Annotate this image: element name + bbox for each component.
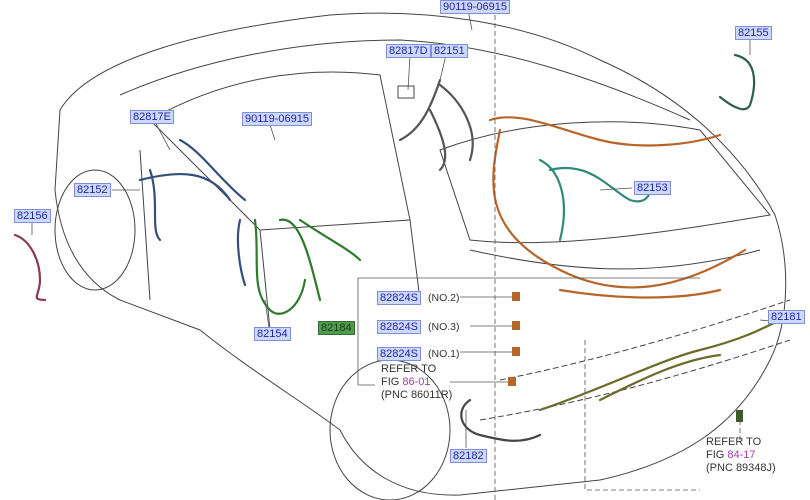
reference-note-86-01: REFER TO FIG 86-01 (PNC 86011R): [381, 363, 452, 402]
reference-line: REFER TO: [381, 363, 437, 375]
harness-82153: [538, 158, 652, 242]
part-label-82182[interactable]: 82182: [450, 449, 487, 463]
connector-no1: [512, 347, 520, 356]
bracket-82817d: [397, 85, 415, 99]
note-no2: (NO.2): [428, 292, 460, 304]
door-line: [139, 149, 421, 331]
part-label-82824s-no1[interactable]: 82824S: [377, 347, 421, 361]
roof-line: [119, 39, 691, 121]
connector-no3: [512, 321, 520, 330]
front-wheel: [54, 169, 136, 291]
harness-82182: [460, 398, 542, 442]
connector-no2: [512, 292, 520, 301]
part-label-82153[interactable]: 82153: [634, 181, 671, 195]
harness-82181: [538, 318, 782, 412]
part-label-82155[interactable]: 82155: [735, 26, 772, 40]
part-label-82817e[interactable]: 82817E: [130, 110, 174, 124]
fig-link-84-17[interactable]: 84-17: [727, 449, 756, 461]
bumper-line: [479, 299, 791, 421]
rear-window: [439, 121, 771, 244]
fig-prefix: FIG: [706, 449, 728, 461]
part-label-82152[interactable]: 82152: [74, 183, 111, 197]
harness-82156: [13, 233, 47, 302]
pnc-text: (PNC 86011R): [381, 389, 453, 401]
connector-leaders: [450, 296, 515, 383]
connector-89348j: [736, 410, 743, 422]
reference-line: REFER TO: [706, 436, 762, 448]
car-body-outline: [54, 12, 787, 496]
harness-82155: [718, 53, 756, 111]
part-label-82817d[interactable]: 82817D: [386, 44, 431, 58]
part-label-82151[interactable]: 82151: [431, 44, 468, 58]
reference-note-84-17: REFER TO FIG 84-17 (PNC 89348J): [706, 436, 776, 475]
part-label-82824s-no3[interactable]: 82824S: [377, 320, 421, 334]
harness-82151: [398, 78, 474, 172]
connector-86011r: [508, 377, 516, 386]
tailgate-line: [469, 249, 761, 270]
note-no1: (NO.1): [428, 348, 460, 360]
part-label-90119-06915-door[interactable]: 90119-06915: [242, 112, 313, 126]
part-label-82824s-no2[interactable]: 82824S: [377, 291, 421, 305]
fig-prefix: FIG: [381, 376, 403, 388]
harness-orange: [488, 116, 747, 299]
part-label-82184[interactable]: 82184: [318, 321, 355, 335]
part-label-82181[interactable]: 82181: [768, 310, 805, 324]
fig-link-86-01[interactable]: 86-01: [402, 376, 431, 388]
part-label-90119-06915-top[interactable]: 90119-06915: [440, 0, 511, 14]
part-label-82156[interactable]: 82156: [14, 209, 51, 223]
note-no3: (NO.3): [428, 321, 460, 333]
part-label-82154[interactable]: 82154: [254, 327, 291, 341]
harness-82152: [138, 138, 247, 287]
harness-82154: [253, 218, 362, 315]
dashed-guides: [494, 15, 741, 500]
pnc-text: (PNC 89348J): [706, 462, 776, 474]
side-window: [149, 71, 411, 231]
callout-bracket: [357, 277, 700, 386]
